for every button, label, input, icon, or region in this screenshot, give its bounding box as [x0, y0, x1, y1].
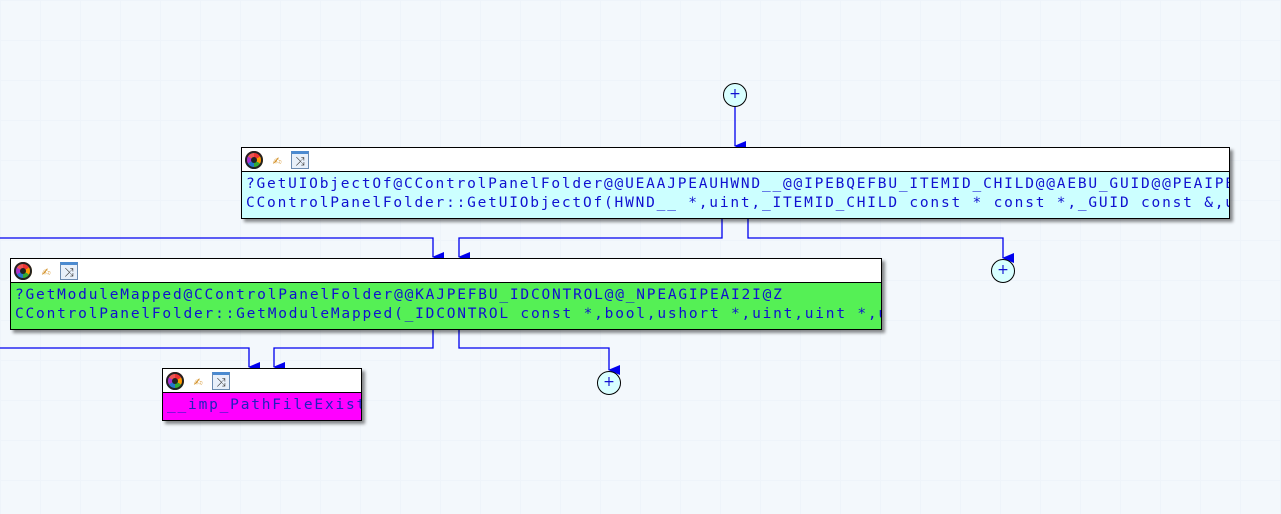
demangled-name: CControlPanelFolder::GetUIObjectOf(HWND_… [246, 195, 1229, 211]
color-wheel-icon[interactable] [14, 261, 32, 280]
expand-node-button[interactable]: + [597, 371, 621, 395]
function-node-getuiobjectof[interactable]: ✍ ⤨ ?GetUIObjectOf@CControlPanelFolder@@… [241, 147, 1230, 219]
edge [0, 347, 260, 372]
edge [273, 329, 434, 372]
color-wheel-icon[interactable] [166, 371, 184, 390]
node-body: __imp_PathFileExistsW [163, 393, 361, 420]
color-wheel-icon[interactable] [245, 150, 263, 169]
node-header: ✍ ⤨ [242, 148, 1229, 172]
node-body: ?GetUIObjectOf@CControlPanelFolder@@UEAA… [242, 172, 1229, 218]
import-name: __imp_PathFileExistsW [167, 397, 361, 413]
mangled-name: ?GetModuleMapped@CControlPanelFolder@@KA… [15, 287, 784, 303]
graph-shuffle-icon[interactable]: ⤨ [212, 371, 230, 390]
expand-node-button[interactable]: + [991, 259, 1015, 283]
edge [458, 218, 723, 262]
edit-pencil-icon[interactable]: ✍ [193, 371, 203, 390]
node-header: ✍ ⤨ [11, 259, 881, 283]
mangled-name: ?GetUIObjectOf@CControlPanelFolder@@UEAA… [246, 176, 1229, 192]
node-header: ✍ ⤨ [163, 369, 361, 393]
edit-pencil-icon[interactable]: ✍ [272, 150, 282, 169]
edge [458, 329, 620, 375]
edge [747, 218, 1014, 263]
node-body: ?GetModuleMapped@CControlPanelFolder@@KA… [11, 283, 881, 329]
demangled-name: CControlPanelFolder::GetModuleMapped(_ID… [15, 306, 881, 322]
function-node-getmodulemapped[interactable]: ✍ ⤨ ?GetModuleMapped@CControlPanelFolder… [10, 258, 882, 330]
edge [0, 237, 444, 262]
graph-shuffle-icon[interactable]: ⤨ [291, 150, 309, 169]
edit-pencil-icon[interactable]: ✍ [41, 261, 51, 280]
function-node-pathfileexistsw[interactable]: ✍ ⤨ __imp_PathFileExistsW [162, 368, 362, 421]
graph-shuffle-icon[interactable]: ⤨ [60, 261, 78, 280]
expand-node-button[interactable]: + [723, 83, 747, 107]
